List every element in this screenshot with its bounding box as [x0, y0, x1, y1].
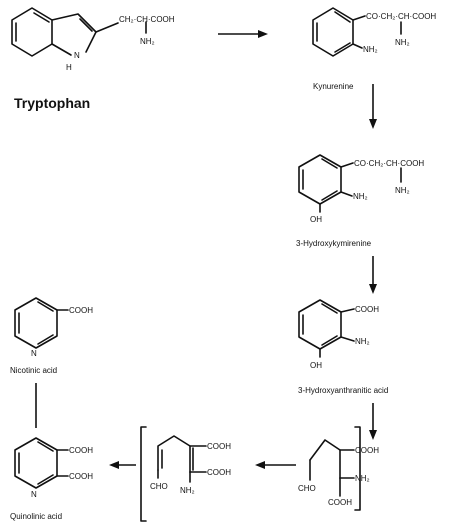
intermediate-1-aldehyde: CHO: [298, 484, 316, 493]
nicotinic-ring-n: N: [31, 349, 37, 358]
arrow-intermediate-1-to-intermediate-2: [255, 461, 296, 469]
tryptophan-ring-h: H: [66, 63, 72, 72]
hydroxyanthranilic-carboxyl: COOH: [355, 305, 379, 314]
quinolinic-name: Quinolinic acid: [10, 512, 62, 521]
quinolinic-carboxyl-top: COOH: [69, 446, 93, 455]
hydroxyanthranilic-name: 3-Hydroxyanthranitic acid: [298, 386, 388, 395]
intermediate-2-structure: [140, 426, 207, 522]
hydroxyanthranilic-ring-amine: NH₂: [355, 337, 370, 346]
kynurenine-chain-label: CO·CH₂·CH·COOH: [366, 12, 436, 21]
kynurenine-name: Kynurenine: [313, 82, 354, 91]
arrow-tryptophan-to-kynurenine: [218, 30, 268, 38]
hydroxyanthranilic-structure: [298, 299, 355, 358]
quinolinic-structure: [14, 437, 69, 489]
hydroxykynurenine-chain-amine: NH₂: [395, 186, 410, 195]
hydroxykynurenine-chain-label: CO·CH₂·CH·COOH: [354, 159, 424, 168]
tryptophan-chain-label: CH₂·CH·COOH: [119, 15, 175, 24]
tryptophan-structure: [11, 7, 147, 57]
hydroxykynurenine-structure: [298, 154, 402, 213]
nicotinic-name: Nicotinic acid: [10, 366, 57, 375]
kynurenine-chain-amine: NH₂: [395, 38, 410, 47]
intermediate-1-amine: NH₂: [355, 474, 370, 483]
quinolinic-ring-n: N: [31, 490, 37, 499]
hydroxykynurenine-name: 3-Hydroxykymirenine: [296, 239, 372, 248]
kynurenine-ring-amine: NH₂: [363, 45, 378, 54]
tryptophan-name: Tryptophan: [14, 95, 90, 111]
intermediate-2-carboxyl-top: COOH: [207, 442, 231, 451]
kynurenine-structure: [312, 7, 402, 57]
hydroxyanthranilic-hydroxyl: OH: [310, 361, 322, 370]
hydroxykynurenine-hydroxyl: OH: [310, 215, 322, 224]
intermediate-2-carboxyl-bottom: COOH: [207, 468, 231, 477]
arrow-hydroxyanthranilic-to-intermediate: [369, 403, 377, 440]
intermediate-2-aldehyde: CHO: [150, 482, 168, 491]
arrow-hydroxykynurenine-to-hydroxyanthranilic: [369, 256, 377, 294]
arrow-kynurenine-to-hydroxykynurenine: [369, 84, 377, 129]
intermediate-1-carboxyl-top: COOH: [355, 446, 379, 455]
arrow-intermediate-2-to-quinolinic: [109, 461, 136, 469]
intermediate-2-amine: NH₂: [180, 486, 195, 495]
tryptophan-amine-label: NH₂: [140, 37, 155, 46]
tryptophan-ring-n: N: [74, 51, 80, 60]
quinolinic-carboxyl-bottom: COOH: [69, 472, 93, 481]
hydroxykynurenine-ring-amine: NH₂: [353, 192, 368, 201]
intermediate-1-structure: [309, 426, 361, 511]
nicotinic-structure: [14, 297, 69, 349]
nicotinic-carboxyl: COOH: [69, 306, 93, 315]
intermediate-1-carboxyl-bottom: COOH: [328, 498, 352, 507]
